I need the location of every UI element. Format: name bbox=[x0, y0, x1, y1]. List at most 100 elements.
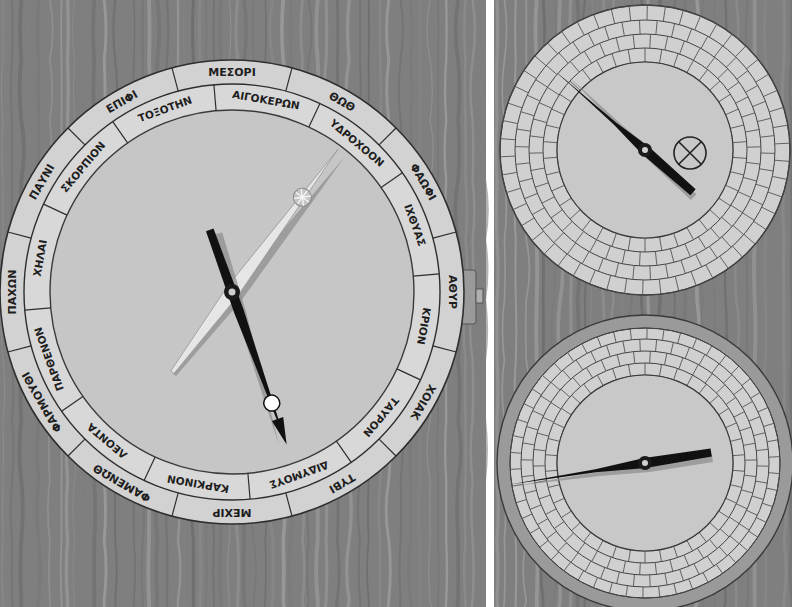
cell-divider bbox=[605, 26, 609, 39]
hand-pivot bbox=[224, 284, 240, 300]
cell-divider bbox=[649, 266, 651, 280]
cell-divider bbox=[527, 427, 539, 431]
cell-divider bbox=[719, 94, 731, 102]
cell-divider bbox=[576, 360, 583, 370]
cell-divider bbox=[743, 443, 755, 445]
cell-divider bbox=[719, 198, 731, 206]
cell-divider bbox=[750, 199, 763, 205]
cell-divider bbox=[655, 252, 657, 266]
hand-pivot bbox=[642, 460, 648, 466]
cell-divider bbox=[744, 234, 755, 244]
cell-divider bbox=[756, 481, 768, 483]
cell-divider bbox=[743, 177, 757, 181]
cell-divider bbox=[527, 95, 540, 101]
sun-star bbox=[291, 186, 313, 208]
month-name: ΦΑΜΕΝΩΘ bbox=[91, 462, 152, 504]
cell-divider bbox=[534, 449, 546, 450]
cell-divider bbox=[752, 496, 764, 500]
cell-divider bbox=[678, 333, 681, 344]
cell-divider bbox=[615, 263, 618, 277]
month-divider bbox=[68, 128, 85, 145]
cell-divider bbox=[751, 393, 760, 399]
cell-divider bbox=[553, 498, 564, 503]
crossed-circle bbox=[679, 142, 701, 164]
hand-pivot bbox=[638, 456, 652, 470]
cell-divider bbox=[543, 417, 554, 422]
zodiac-divider bbox=[144, 457, 155, 481]
cell-divider bbox=[756, 518, 766, 523]
cell-divider bbox=[553, 423, 564, 428]
cell-divider bbox=[510, 452, 521, 454]
cell-divider bbox=[695, 16, 701, 30]
cell-divider bbox=[616, 38, 620, 52]
cell-divider bbox=[733, 142, 747, 143]
month-divider bbox=[8, 232, 31, 238]
cell-divider bbox=[584, 532, 591, 542]
cell-divider bbox=[685, 347, 689, 358]
cell-divider bbox=[525, 193, 538, 198]
cell-divider bbox=[738, 192, 751, 198]
cell-divider bbox=[719, 511, 729, 518]
cell-divider bbox=[585, 561, 591, 572]
cell-divider bbox=[506, 188, 520, 192]
cell-divider bbox=[745, 459, 757, 460]
cell-divider bbox=[529, 152, 543, 153]
month-name: ΜΕΣΟΡΙ bbox=[208, 67, 255, 78]
cell-divider bbox=[680, 570, 684, 581]
cell-divider bbox=[612, 233, 617, 246]
cell-divider bbox=[736, 97, 749, 103]
cell-divider bbox=[679, 10, 683, 25]
cell-divider bbox=[508, 103, 522, 108]
cell-divider bbox=[740, 427, 751, 431]
cell-divider bbox=[757, 465, 769, 466]
cell-divider bbox=[649, 575, 651, 587]
cell-divider bbox=[513, 436, 524, 438]
cell-divider bbox=[551, 403, 561, 410]
spiral-cells bbox=[510, 328, 780, 598]
cell-divider bbox=[533, 465, 545, 466]
cell-divider bbox=[539, 103, 552, 109]
cell-ring bbox=[529, 34, 761, 266]
cell-divider bbox=[649, 351, 651, 363]
cell-divider bbox=[567, 353, 573, 362]
cell-divider bbox=[598, 258, 603, 271]
cell-divider bbox=[562, 221, 572, 231]
cell-divider bbox=[753, 101, 766, 106]
cell-divider bbox=[633, 266, 634, 280]
cell-divider bbox=[571, 553, 578, 563]
month-name: ΤΥΒΙ bbox=[327, 471, 357, 495]
crown-stem bbox=[476, 289, 483, 303]
cell-divider bbox=[522, 475, 534, 476]
cell-divider bbox=[726, 185, 739, 191]
cell-divider bbox=[547, 43, 557, 54]
cell-divider bbox=[521, 112, 534, 116]
cell-divider bbox=[730, 125, 744, 128]
cell-divider bbox=[561, 389, 570, 397]
cell-divider bbox=[707, 556, 714, 566]
cell-divider bbox=[674, 54, 679, 67]
cell-divider bbox=[563, 370, 571, 379]
cell-divider bbox=[666, 264, 669, 278]
cell-divider bbox=[742, 379, 751, 386]
cell-divider bbox=[633, 35, 635, 49]
cell-divider bbox=[582, 252, 589, 264]
cell-divider bbox=[537, 433, 549, 436]
cell-divider bbox=[706, 57, 714, 68]
cell-divider bbox=[762, 207, 776, 214]
cell-divider bbox=[559, 53, 568, 64]
cell-divider bbox=[560, 198, 572, 206]
cell-divider bbox=[628, 237, 630, 251]
cell-divider bbox=[764, 423, 775, 426]
cell-divider bbox=[645, 238, 646, 252]
cell-divider bbox=[760, 169, 774, 171]
cell-divider bbox=[617, 355, 620, 367]
cell-divider bbox=[726, 109, 739, 115]
cell-divider bbox=[710, 395, 719, 403]
wood-grain bbox=[496, 0, 498, 607]
cell-divider bbox=[558, 254, 567, 266]
cell-divider bbox=[710, 539, 718, 548]
cell-divider bbox=[531, 168, 545, 171]
cell-divider bbox=[749, 417, 760, 422]
cell-divider bbox=[532, 208, 544, 215]
